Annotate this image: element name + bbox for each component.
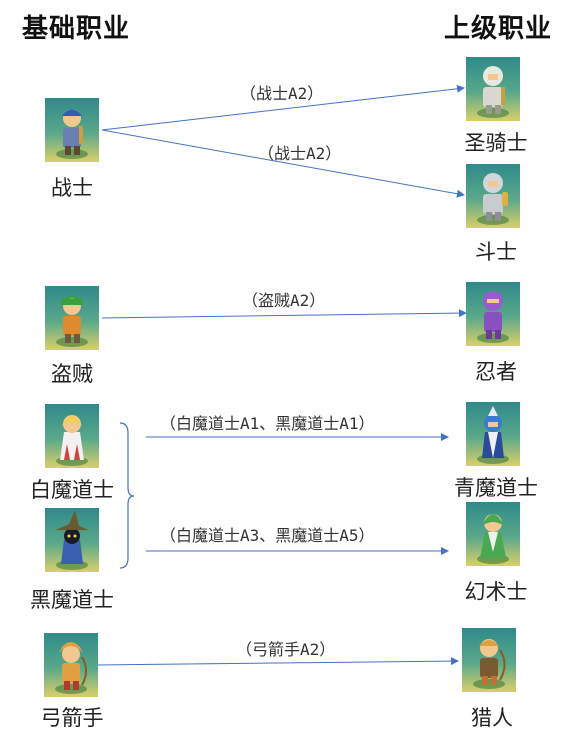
arrow-thief-to-ninja [101, 309, 467, 319]
white-mage-sprite-icon [45, 404, 99, 468]
job-label-paladin: 圣骑士 [464, 131, 528, 155]
condition-thief-to-ninja: （盗贼A2） [242, 291, 326, 310]
illusionist-sprite-icon [466, 502, 520, 566]
advanced-jobs-header: 上级职业 [444, 14, 553, 44]
warrior-sprite-icon [45, 98, 99, 162]
thief-sprite-icon [45, 286, 99, 350]
blue-mage-sprite-icon [466, 402, 520, 466]
job-label-illusionist: 幻术士 [464, 580, 528, 604]
job-label-warrior: 战士 [51, 176, 93, 200]
job-label-black-mage: 黑魔道士 [30, 588, 114, 612]
condition-mages-to-blue-mage: （白魔道士A1、黑魔道士A1） [160, 414, 375, 433]
job-label-hunter: 猎人 [471, 706, 513, 730]
base-jobs-header: 基础职业 [22, 14, 131, 44]
condition-archer-to-hunter: （弓箭手A2） [236, 640, 336, 659]
condition-warrior-to-paladin: （战士A2） [240, 84, 324, 103]
paladin-sprite-icon [466, 57, 520, 121]
job-label-ninja: 忍者 [475, 360, 517, 384]
ninja-sprite-icon [466, 282, 520, 346]
job-label-blue-mage: 青魔道士 [454, 476, 538, 500]
condition-warrior-to-monk: （战士A2） [258, 144, 342, 163]
mage-group-bracket [119, 422, 135, 569]
job-label-monk: 斗士 [475, 240, 517, 264]
job-label-thief: 盗贼 [51, 362, 93, 386]
arrow-archer-to-hunter [97, 657, 459, 666]
monk-sprite-icon [466, 164, 520, 228]
archer-sprite-icon [44, 633, 98, 697]
hunter-sprite-icon [462, 628, 516, 692]
black-mage-sprite-icon [45, 508, 99, 572]
job-label-archer: 弓箭手 [40, 706, 104, 730]
job-label-white-mage: 白魔道士 [30, 478, 114, 502]
condition-mages-to-illusionist: （白魔道士A3、黑魔道士A5） [160, 526, 375, 545]
